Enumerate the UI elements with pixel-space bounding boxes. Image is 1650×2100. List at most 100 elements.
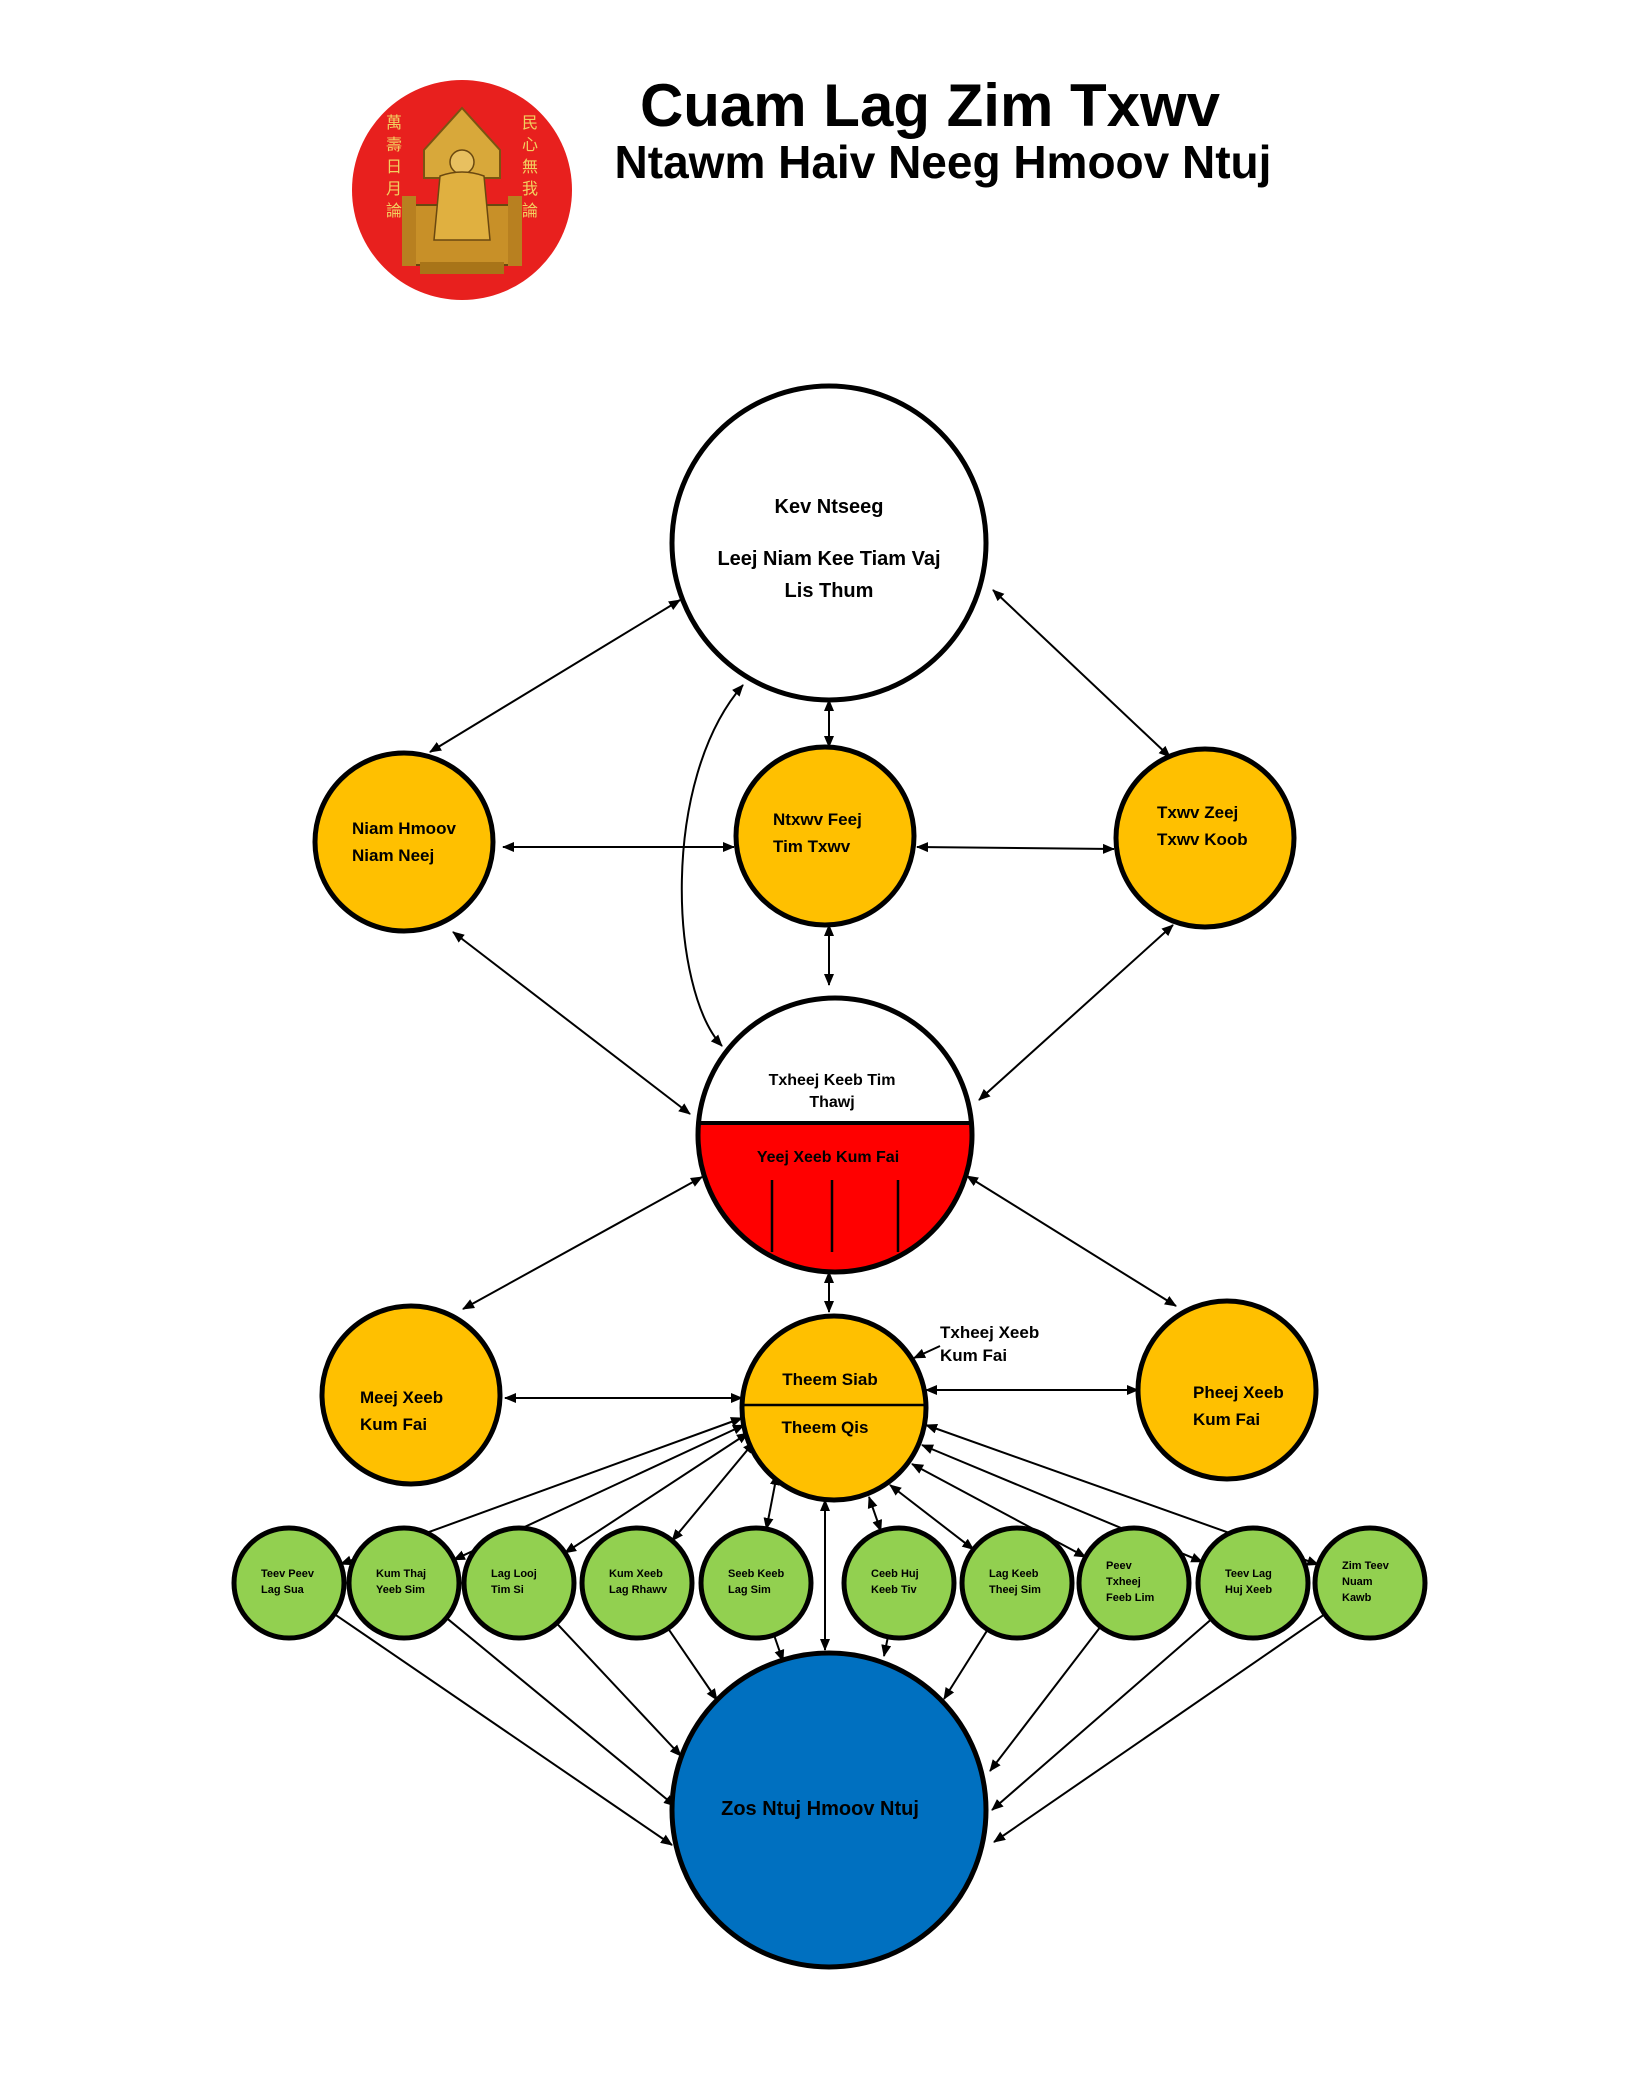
connector-green-zos-6 — [881, 1636, 892, 1657]
node-txheej-keeb — [695, 995, 975, 1275]
node-green-10 — [1312, 1525, 1428, 1641]
node-green-6 — [841, 1525, 957, 1641]
header: Cuam Lag Zim Txwv Ntawm Haiv Neeg Hmoov … — [615, 72, 1272, 188]
connector-arrow — [978, 924, 1174, 1101]
callout-arrow — [913, 1345, 941, 1359]
node-green-3 — [461, 1525, 577, 1641]
connector-green-zos-3 — [555, 1622, 682, 1757]
node-label-green-6: Keeb Tiv — [871, 1584, 918, 1596]
seal-glyph: 民 — [522, 113, 538, 132]
node-label-green-3: Tim Si — [491, 1584, 524, 1596]
node-label-meej-xeeb: Kum Fai — [360, 1415, 427, 1434]
node-label-green-10: Zim Teev — [1342, 1560, 1390, 1572]
callout-txheej-xeeb: Txheej Xeeb — [940, 1323, 1039, 1342]
node-kev-ntseeg — [669, 383, 989, 703]
node-label-ntxwv-feej: Ntxwv Feej — [773, 810, 862, 829]
node-txwv-zeej — [1113, 746, 1297, 930]
node-green-7 — [959, 1525, 1075, 1641]
node-label-green-9: Huj Xeeb — [1225, 1584, 1272, 1596]
connector-green-zos-5 — [773, 1634, 785, 1662]
node-green-2 — [346, 1525, 462, 1641]
seal-glyph: 論 — [522, 201, 538, 220]
node-label-green-2: Kum Thaj — [376, 1568, 426, 1580]
callout-txheej-xeeb: Kum Fai — [940, 1346, 1007, 1365]
node-label-green-1: Lag Sua — [261, 1584, 305, 1596]
node-zos-ntuj — [669, 1650, 989, 1970]
seal-glyph: 日 — [386, 157, 402, 176]
node-meej-xeeb — [319, 1303, 503, 1487]
node-label-green-4: Lag Rhawv — [609, 1584, 668, 1596]
node-niam-hmoov — [312, 750, 496, 934]
node-label-txheej-keeb: Thawj — [809, 1094, 854, 1111]
node-label-green-5: Lag Sim — [728, 1584, 771, 1596]
node-green-1 — [231, 1525, 347, 1641]
node-label-pheej-xeeb: Pheej Xeeb — [1193, 1383, 1284, 1402]
connector-green-zos-7 — [943, 1629, 989, 1700]
node-label-pheej-xeeb: Kum Fai — [1193, 1410, 1260, 1429]
node-label-theem-qis: Theem Qis — [782, 1418, 869, 1437]
node-green-4 — [579, 1525, 695, 1641]
node-label-green-7: Lag Keeb — [989, 1568, 1039, 1580]
connector-green-theem-5 — [763, 1473, 780, 1530]
node-label-green-7: Theej Sim — [989, 1584, 1041, 1596]
seated-figure-icon — [402, 106, 522, 274]
node-label-kev-ntseeg: Kev Ntseeg — [775, 496, 884, 518]
node-label-yeej-xeeb: Yeej Xeeb Kum Fai — [757, 1149, 899, 1166]
node-pheej-xeeb — [1135, 1298, 1319, 1482]
node-label-zos-ntuj: Zos Ntuj Hmoov Ntuj — [721, 1798, 919, 1820]
connector-green-zos-8 — [989, 1626, 1102, 1772]
node-label-niam-hmoov: Niam Hmoov — [352, 819, 456, 838]
node-label-txwv-zeej: Txwv Zeej — [1157, 803, 1238, 822]
connectors — [333, 589, 1326, 1846]
node-label-green-10: Kawb — [1342, 1592, 1372, 1604]
node-label-green-8: Txheej — [1106, 1576, 1141, 1588]
node-label-green-4: Kum Xeeb — [609, 1568, 663, 1580]
connector-green-theem-4 — [671, 1441, 755, 1542]
connector-arrow — [452, 931, 691, 1115]
node-label-niam-hmoov: Niam Neej — [352, 846, 434, 865]
seal-glyph: 萬 — [386, 113, 402, 132]
node-label-meej-xeeb: Meej Xeeb — [360, 1388, 443, 1407]
seal-glyph: 心 — [522, 135, 538, 154]
node-label-green-6: Ceeb Huj — [871, 1568, 919, 1580]
node-label-leej-niam: Leej Niam Kee Tiam Vaj — [717, 548, 940, 570]
seal-glyph: 無 — [522, 157, 538, 176]
node-label-green-9: Teev Lag — [1225, 1568, 1272, 1580]
node-label-green-2: Yeeb Sim — [376, 1584, 425, 1596]
node-label-green-10: Nuam — [1342, 1576, 1373, 1588]
node-label-green-3: Lag Looj — [491, 1568, 537, 1580]
seal-glyph: 月 — [386, 179, 402, 198]
node-label-leej-niam: Lis Thum — [785, 580, 874, 602]
node-green-8 — [1076, 1525, 1192, 1641]
node-green-5 — [698, 1525, 814, 1641]
connector-arrow — [462, 1176, 703, 1310]
seal-glyph: 論 — [386, 201, 402, 220]
node-label-green-1: Teev Peev — [261, 1568, 315, 1580]
node-theem — [739, 1313, 929, 1503]
node-label-txheej-keeb: Txheej Keeb Tim — [769, 1072, 896, 1089]
connector-green-zos-10 — [993, 1613, 1326, 1843]
connector-green-zos-4 — [667, 1627, 718, 1701]
node-green-9 — [1195, 1525, 1311, 1641]
node-label-green-8: Peev — [1106, 1560, 1133, 1572]
connector-green-zos-9 — [991, 1618, 1213, 1811]
connector-green-zos-1 — [333, 1613, 673, 1846]
node-label-green-8: Feeb Lim — [1106, 1592, 1155, 1604]
node-label-txwv-zeej: Txwv Koob — [1157, 830, 1248, 849]
node-ntxwv-feej — [733, 744, 917, 928]
node-label-theem-siab: Theem Siab — [782, 1370, 877, 1389]
connector-green-zos-2 — [445, 1617, 676, 1807]
node-label-ntxwv-feej: Tim Txwv — [773, 837, 851, 856]
connector-arc — [680, 684, 744, 1047]
seal-glyph: 壽 — [386, 135, 402, 154]
connector-arrow — [992, 589, 1171, 758]
node-label-green-5: Seeb Keeb — [728, 1568, 785, 1580]
connector-arrow — [916, 842, 1115, 854]
connector-arrow — [966, 1175, 1177, 1307]
seal-glyph: 我 — [522, 179, 538, 198]
connector-green-theem-6 — [867, 1496, 882, 1533]
connector-arrow — [429, 599, 681, 753]
